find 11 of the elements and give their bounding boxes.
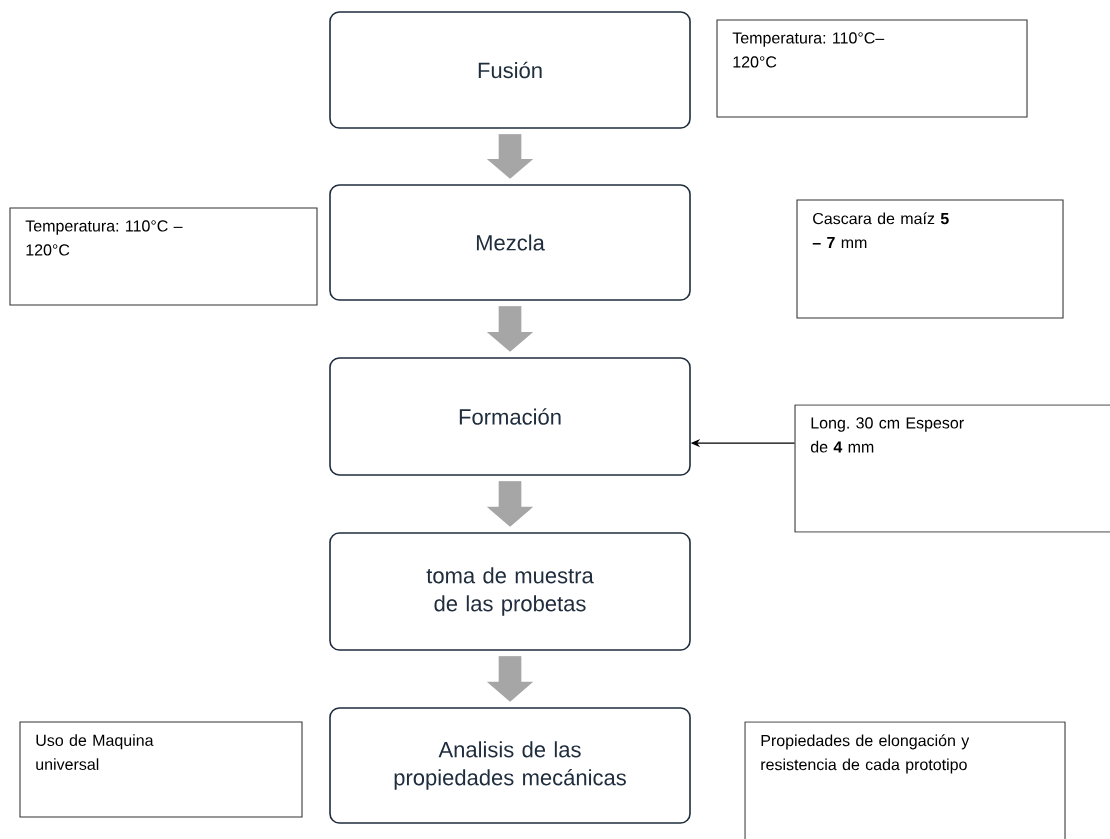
process-box: Formación	[329, 357, 691, 476]
note-box: Temperatura: 110°C – 120°C	[9, 207, 318, 306]
note-box: Temperatura: 110°C– 120°C	[716, 19, 1028, 118]
note-box: Uso de Maquina universal	[19, 721, 303, 818]
process-box: Analisis de las propiedades mecánicas	[329, 707, 691, 824]
note-box: Cascara de maíz 5 – 7 mm	[796, 199, 1064, 319]
note-box: Propiedades de elongación y resistencia de cada prototipo	[744, 721, 1066, 839]
process-box: Mezcla	[329, 184, 691, 301]
process-box: toma de muestra de las probetas	[329, 532, 691, 651]
note-box: Long. 30 cm Espesor de 4 mm	[794, 404, 1110, 533]
process-box: Fusión	[329, 11, 691, 129]
